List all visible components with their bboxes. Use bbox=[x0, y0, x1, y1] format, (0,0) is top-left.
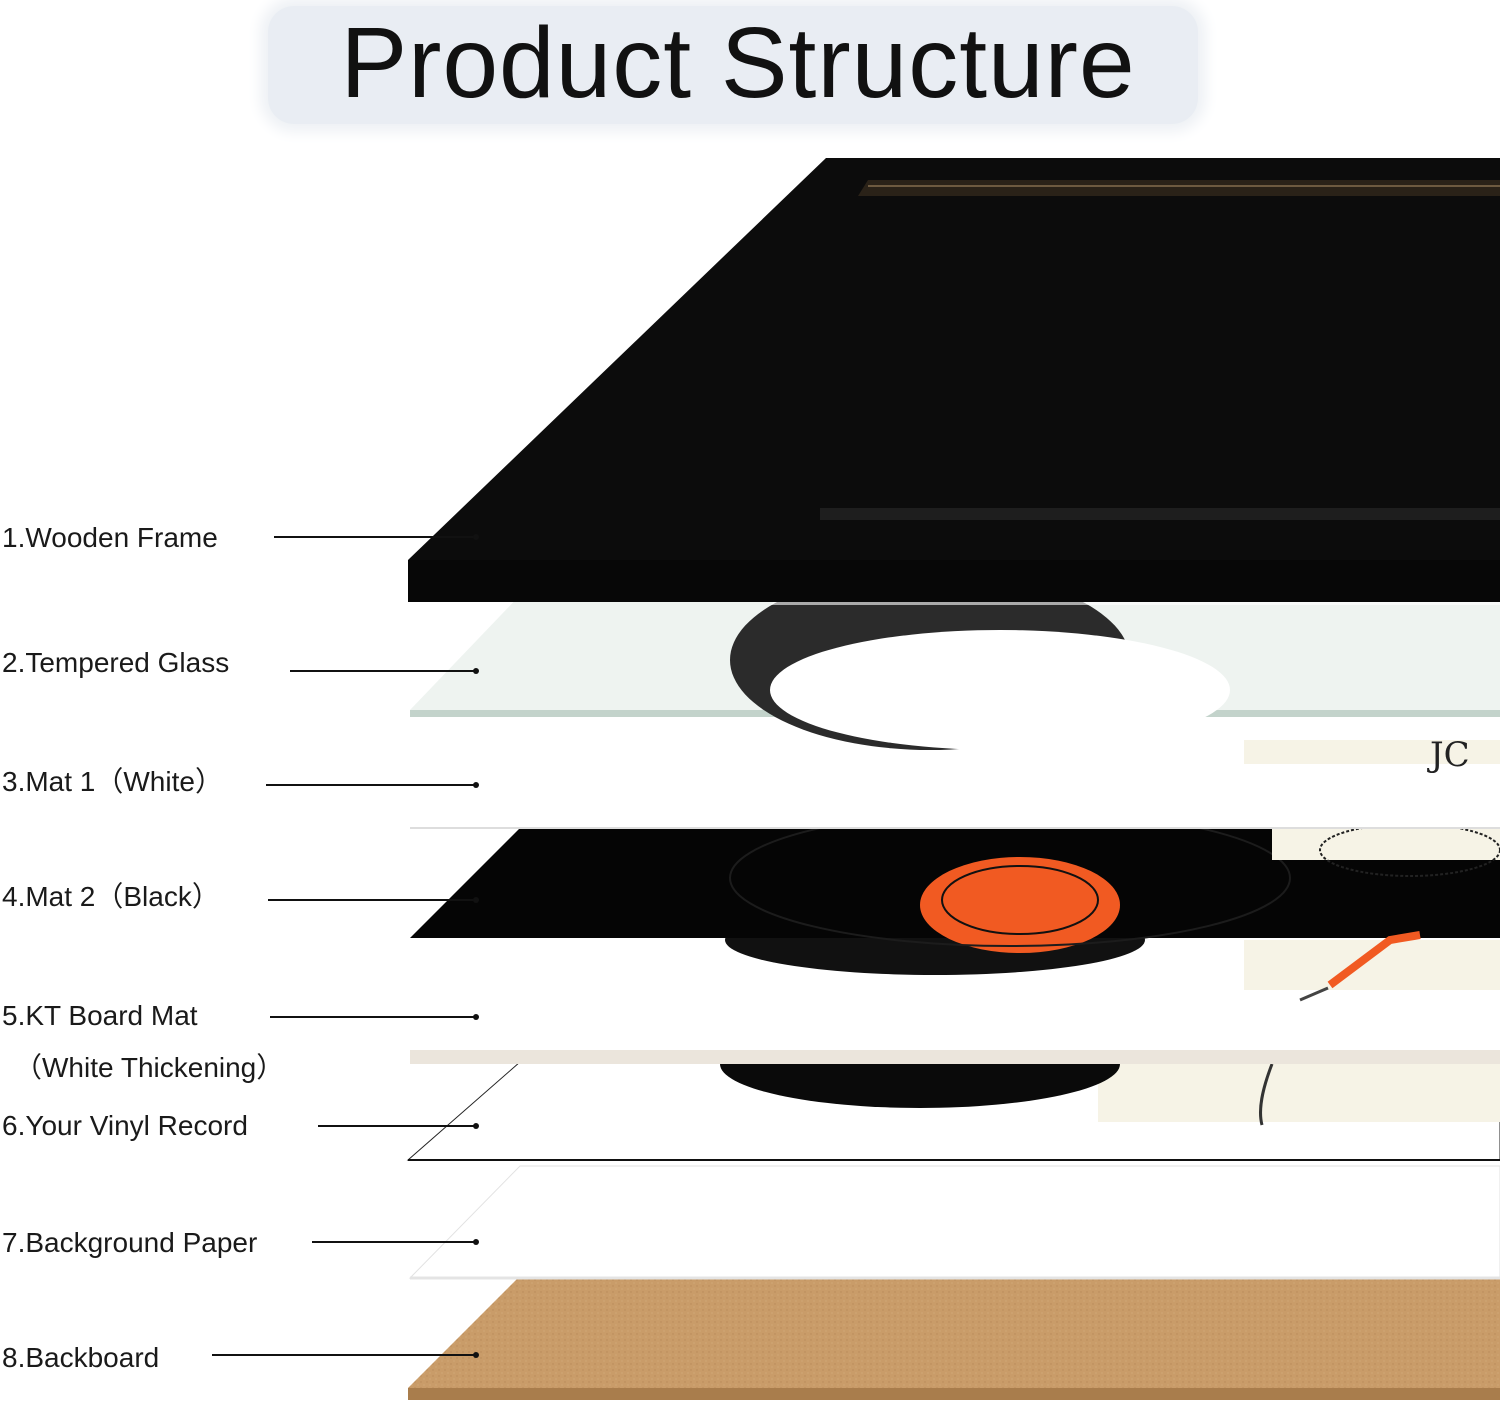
vinyl-label-ring bbox=[941, 865, 1099, 935]
layer-label-vinyl-record: 6.Your Vinyl Record bbox=[2, 1110, 248, 1141]
mat-2-cream-window bbox=[1272, 828, 1500, 860]
background-paper bbox=[408, 1165, 1500, 1279]
leader-mat-1 bbox=[266, 782, 479, 788]
backboard-edge bbox=[408, 1388, 1500, 1400]
layer-label-mat-2: 4.Mat 2（Black） bbox=[2, 881, 220, 912]
leader-dot bbox=[473, 782, 479, 788]
leader-dot bbox=[473, 668, 479, 674]
layer-label-mat-1: 3.Mat 1（White） bbox=[2, 766, 223, 797]
leader-backboard bbox=[212, 1352, 479, 1358]
leader-vinyl-record bbox=[318, 1123, 479, 1129]
layer-label-kt-board: 5.KT Board Mat bbox=[2, 1000, 198, 1031]
leader-wooden-frame bbox=[274, 534, 479, 540]
leader-dot bbox=[473, 1239, 479, 1245]
layer-label-wooden-frame: 1.Wooden Frame bbox=[2, 522, 218, 553]
leader-tempered-glass bbox=[290, 668, 479, 674]
leader-dot bbox=[473, 534, 479, 540]
layer-label-backboard: 8.Backboard bbox=[2, 1342, 160, 1373]
layer-label-background-paper: 7.Background Paper bbox=[2, 1227, 258, 1258]
vinyl-label-orange bbox=[920, 857, 1120, 953]
mat-1-white bbox=[410, 720, 1500, 828]
vinyl-grooves-art bbox=[1319, 823, 1500, 877]
leader-mat-2 bbox=[268, 897, 479, 903]
leader-dot bbox=[473, 897, 479, 903]
kt-board-edge bbox=[410, 1050, 1500, 1064]
layer-label-tempered-glass: 2.Tempered Glass bbox=[2, 647, 230, 678]
kt-cream-area bbox=[1244, 940, 1500, 990]
wooden-frame bbox=[408, 158, 1500, 602]
leader-background-paper bbox=[312, 1239, 479, 1245]
layer-sublabel-kt-board: （White Thickening） bbox=[14, 1052, 285, 1083]
frame-front-face bbox=[408, 560, 1500, 602]
kt-board-mat bbox=[410, 940, 1500, 1050]
leader-dot bbox=[473, 1014, 479, 1020]
vinyl-disc-white-overlay bbox=[770, 630, 1230, 750]
print-letters-art: JC bbox=[1427, 735, 1470, 775]
page-title-text: Product Structure bbox=[340, 7, 1136, 119]
mat-1-cream-window bbox=[1244, 740, 1500, 764]
leader-dot bbox=[473, 1352, 479, 1358]
frame-inner-rabbet bbox=[858, 180, 1500, 196]
title-background bbox=[268, 6, 1198, 124]
tonearm-shape bbox=[1327, 931, 1421, 989]
backboard-panel bbox=[408, 1276, 1500, 1388]
leader-dot bbox=[473, 1123, 479, 1129]
tonearm-cable-upper bbox=[1299, 986, 1329, 1002]
vinyl-print-cream-area bbox=[1098, 1062, 1500, 1122]
leader-kt-board bbox=[270, 1014, 479, 1020]
tonearm-cable bbox=[1258, 1063, 1274, 1126]
page-title: Product Structure bbox=[0, 8, 1500, 118]
frame-inner-lip bbox=[555, 508, 1500, 520]
